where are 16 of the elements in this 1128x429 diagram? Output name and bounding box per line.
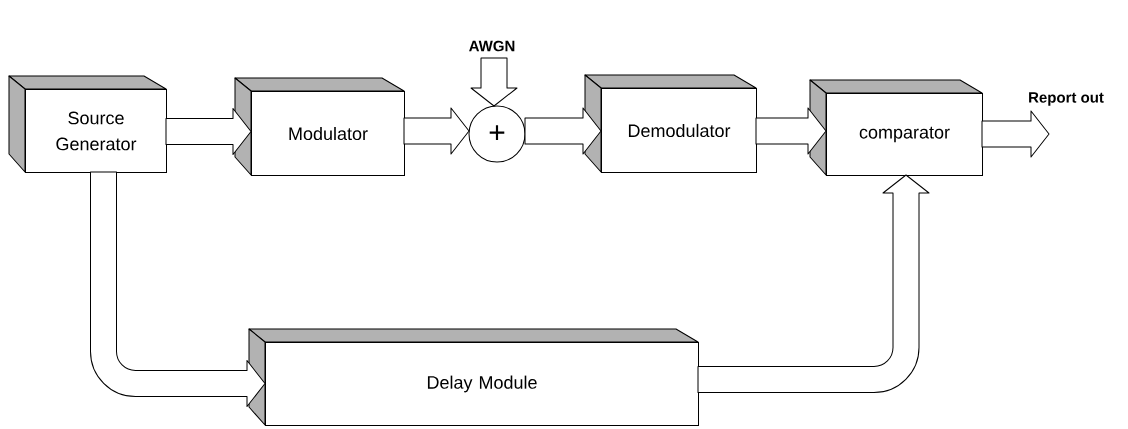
block-arrow	[981, 110, 1050, 158]
process-box: comparator	[809, 79, 983, 176]
process-box: Modulator	[234, 77, 405, 176]
block-arrow	[524, 107, 602, 155]
block-arrow	[755, 107, 827, 155]
process-box: Delay Module	[248, 328, 699, 426]
edge-label: Report out	[1029, 92, 1104, 106]
block-arrow	[165, 108, 252, 155]
process-box: Demodulator	[584, 74, 757, 173]
block-arrow	[697, 174, 930, 393]
block-arrow	[470, 57, 518, 107]
block-arrow	[90, 171, 266, 407]
summing-junction: +	[468, 105, 526, 163]
block-arrow	[403, 107, 470, 155]
input-label: AWGN	[469, 40, 515, 52]
process-box: Source Generator	[8, 75, 167, 173]
